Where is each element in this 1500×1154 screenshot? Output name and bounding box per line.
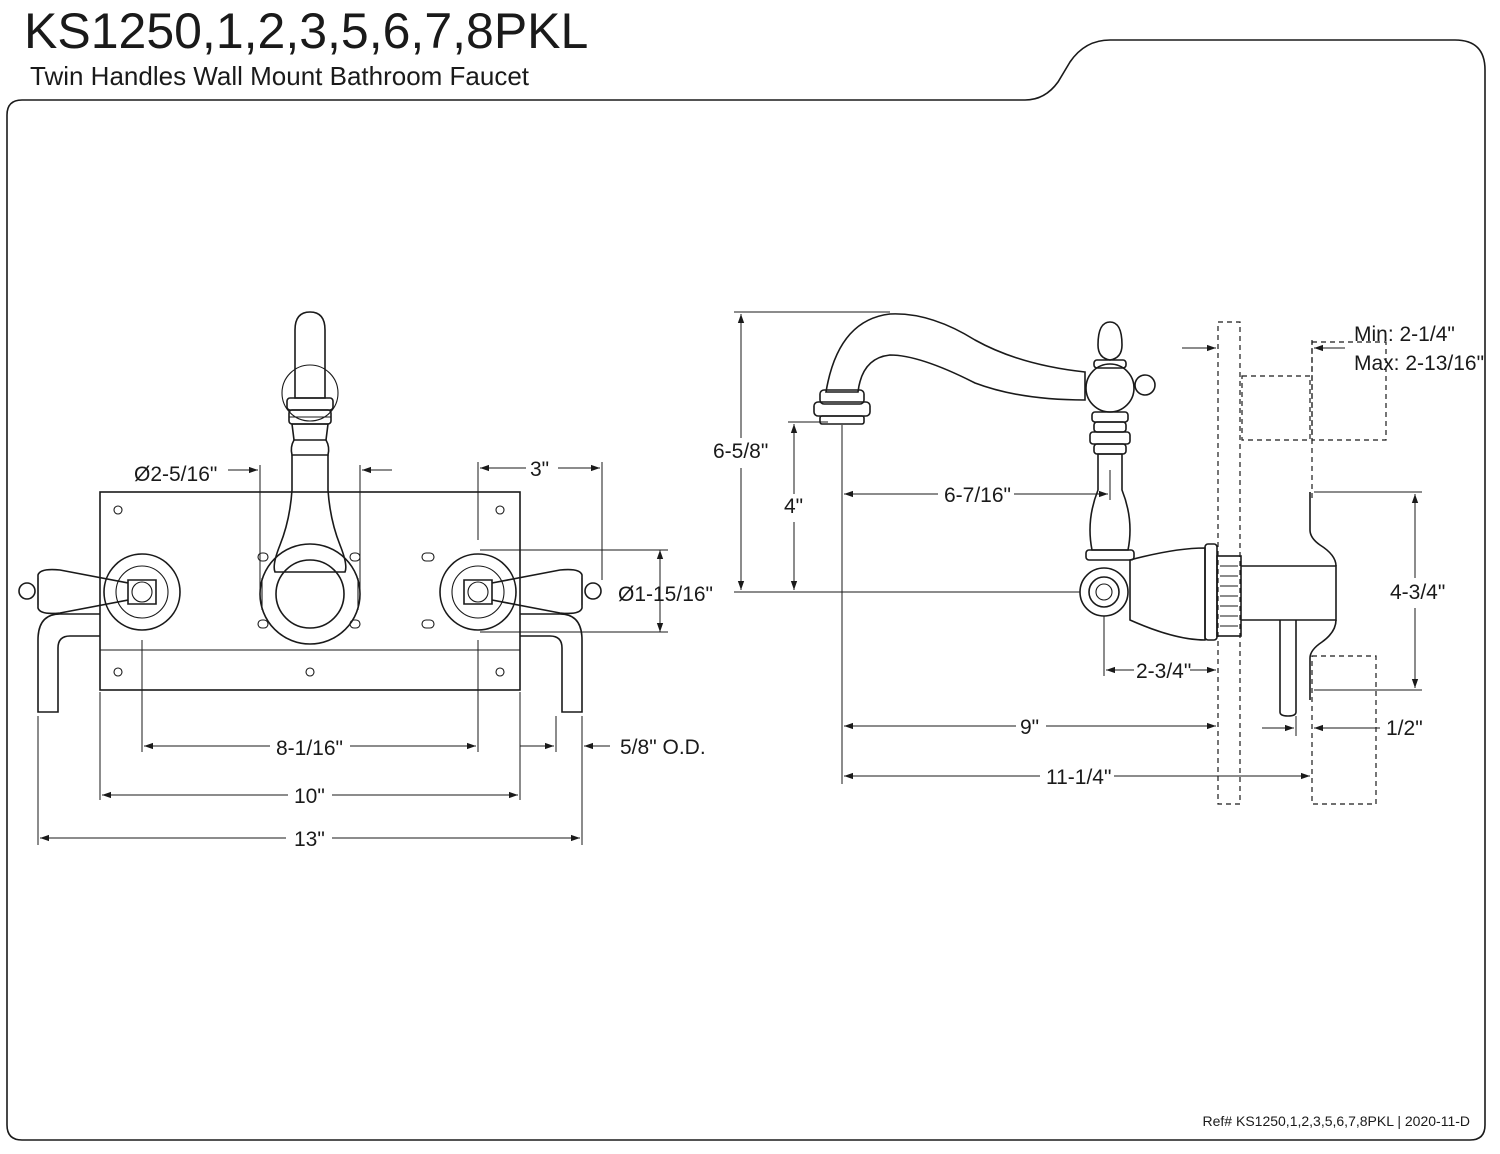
left-supply-pipe xyxy=(37,613,100,713)
dim-wall-min: Min: 2-1/4" xyxy=(1354,323,1455,346)
front-spout-riser xyxy=(294,311,326,399)
dim-supply-height: 4-3/4" xyxy=(1390,581,1445,604)
side-supply-pipe xyxy=(1241,565,1337,621)
dim-wall-max: Max: 2-13/16" xyxy=(1354,352,1484,375)
dim-handle-offset: 3" xyxy=(530,458,549,481)
right-lever-handle xyxy=(491,568,583,615)
dim-reach: 9" xyxy=(1020,716,1039,739)
dim-overall-width: 13" xyxy=(294,828,325,851)
front-spout-body xyxy=(273,455,347,573)
dim-spout-reach: 6-7/16" xyxy=(944,484,1011,507)
mounting-plate xyxy=(99,491,521,691)
right-handle-flange xyxy=(439,553,517,631)
side-spout-arm xyxy=(825,313,1086,401)
front-view: Ø2-5/16" 3" Ø1-15/16" 8-1/16" 10" 13" 5/… xyxy=(18,311,713,851)
side-dimensions xyxy=(734,311,1422,784)
side-body-ball xyxy=(1085,363,1135,413)
drawing-subtitle: Twin Handles Wall Mount Bathroom Faucet xyxy=(30,61,530,91)
left-lever-handle xyxy=(37,568,129,615)
right-supply-pipe xyxy=(520,613,583,713)
drawing-title: KS1250,1,2,3,5,6,7,8PKL xyxy=(24,3,588,59)
side-view: 6-5/8" 4" 6-7/16" Min: 2-1/4" Max: 2-13/… xyxy=(713,311,1484,805)
dim-flange-diameter: Ø1-15/16" xyxy=(618,583,713,606)
dim-spout-height: 4" xyxy=(784,495,803,518)
dim-spout-diameter: Ø2-5/16" xyxy=(134,463,217,486)
dim-body-depth: 2-3/4" xyxy=(1136,660,1191,683)
reference-number: Ref# KS1250,1,2,3,5,6,7,8PKL | 2020-11-D xyxy=(1203,1113,1470,1129)
left-handle-flange xyxy=(103,553,181,631)
dim-handle-centers: 8-1/16" xyxy=(276,737,343,760)
dim-pipe-depth: 1/2" xyxy=(1386,717,1423,740)
spout-flange xyxy=(259,543,361,645)
dim-overall-height: 6-5/8" xyxy=(713,440,768,463)
wall-section xyxy=(1217,321,1241,805)
dim-pipe-od: 5/8" O.D. xyxy=(620,736,706,759)
front-dimensions xyxy=(37,462,668,845)
dim-overall-depth: 11-1/4" xyxy=(1046,766,1111,789)
dim-plate-width: 10" xyxy=(294,785,325,808)
drawing-frame xyxy=(6,39,1486,1141)
side-valve-body xyxy=(1129,547,1206,641)
